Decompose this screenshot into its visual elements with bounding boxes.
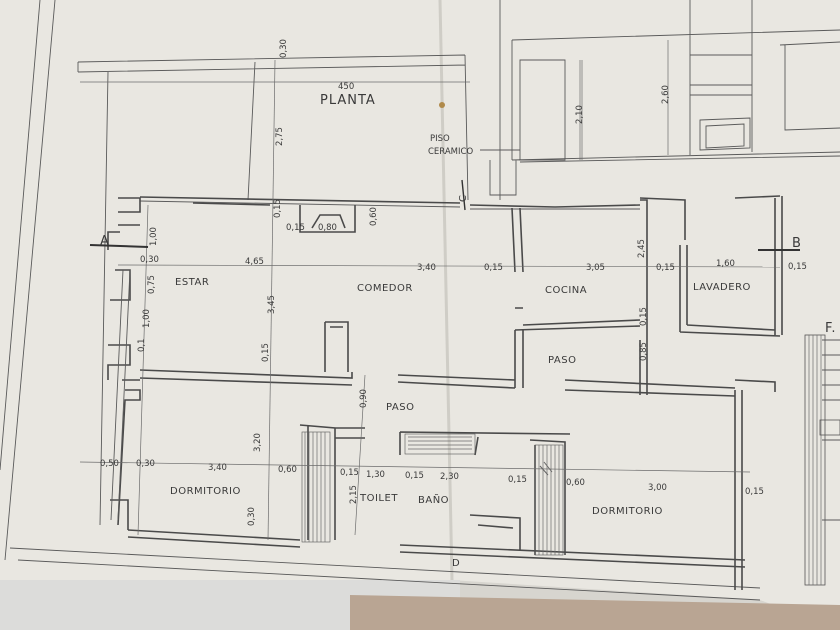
svg-text:0,30: 0,30 [136, 459, 155, 469]
section-b-label: B [792, 236, 802, 251]
svg-text:0,30: 0,30 [140, 255, 159, 265]
section-markers [89, 179, 800, 251]
section-c-label: C [458, 195, 469, 202]
svg-text:3,05: 3,05 [586, 263, 605, 273]
room-label-estar: ESTAR [175, 277, 209, 288]
svg-text:0,15: 0,15 [405, 471, 424, 481]
room-label-paso-kitchen: PASO [548, 355, 576, 366]
svg-text:1,30: 1,30 [366, 470, 385, 480]
room-label-lavadero: LAVADERO [693, 282, 751, 293]
svg-text:0,15: 0,15 [273, 199, 283, 218]
svg-text:0,15: 0,15 [745, 487, 764, 497]
svg-text:3,40: 3,40 [417, 263, 436, 273]
svg-text:1,00: 1,00 [149, 227, 159, 246]
svg-text:0,50: 0,50 [100, 459, 119, 469]
svg-text:0,15: 0,15 [656, 263, 675, 273]
svg-text:1,00: 1,00 [142, 309, 152, 328]
room-label-bano: BAÑO [418, 493, 449, 506]
svg-text:2,75: 2,75 [275, 127, 285, 146]
svg-text:2,60: 2,60 [661, 85, 671, 104]
svg-text:2,45: 2,45 [637, 239, 647, 258]
dimension-texts: 450 0,30 2,75 2,10 2,60 0,15 0,15 0,80 0… [100, 39, 807, 526]
page-fold [438, 0, 454, 581]
hatched-elements [301, 334, 840, 586]
svg-text:0,15: 0,15 [639, 307, 649, 326]
svg-text:0,15: 0,15 [286, 223, 305, 233]
svg-text:2,15: 2,15 [349, 485, 359, 504]
svg-text:0,85: 0,85 [639, 342, 649, 361]
svg-text:0,15: 0,15 [484, 263, 503, 273]
svg-text:1,60: 1,60 [716, 259, 735, 269]
pencil-scribble [539, 461, 553, 476]
room-label-toilet: TOILET [359, 493, 398, 504]
room-label-cocina: COCINA [545, 285, 587, 296]
svg-text:0,80: 0,80 [318, 223, 337, 233]
room-label-comedor: COMEDOR [357, 283, 413, 294]
svg-text:3,20: 3,20 [253, 433, 263, 452]
drawing-border [0, 0, 761, 601]
room-label-dormitorio-left: DORMITORIO [170, 486, 241, 497]
section-f-label: F. [825, 321, 837, 336]
svg-text:0,1: 0,1 [137, 338, 147, 352]
svg-text:0,60: 0,60 [566, 478, 585, 488]
svg-text:0,30: 0,30 [279, 39, 289, 58]
terrace-outline [77, 54, 469, 526]
elevation-detail [480, 0, 840, 200]
pin-hole [439, 102, 445, 108]
svg-text:3,00: 3,00 [648, 483, 667, 493]
svg-text:2,30: 2,30 [440, 472, 459, 482]
svg-text:0,30: 0,30 [247, 507, 257, 526]
svg-text:3,45: 3,45 [267, 295, 277, 314]
fabric-cloth [350, 595, 840, 630]
room-label-paso-hall: PASO [386, 402, 414, 413]
svg-text:4,65: 4,65 [245, 257, 264, 267]
walls [107, 195, 783, 590]
room-label-ceramico: CERAMICO [428, 147, 473, 157]
section-a-label: A [100, 234, 110, 249]
section-d-label: D [452, 558, 460, 569]
room-label-piso: PISO [430, 134, 450, 144]
plan-title: PLANTA [320, 93, 376, 108]
svg-text:0,90: 0,90 [359, 389, 369, 408]
svg-text:0,15: 0,15 [340, 468, 359, 478]
svg-text:0,60: 0,60 [278, 465, 297, 475]
svg-text:450: 450 [338, 82, 354, 92]
svg-text:3,40: 3,40 [208, 463, 227, 473]
dimension-lines [79, 59, 781, 541]
room-label-dormitorio-right: DORMITORIO [592, 506, 663, 517]
svg-text:0,15: 0,15 [261, 343, 271, 362]
svg-text:0,60: 0,60 [369, 207, 379, 226]
svg-text:2,10: 2,10 [575, 105, 585, 124]
svg-text:0,15: 0,15 [508, 475, 527, 485]
svg-text:0,75: 0,75 [147, 275, 157, 294]
svg-text:0,15: 0,15 [788, 262, 807, 272]
